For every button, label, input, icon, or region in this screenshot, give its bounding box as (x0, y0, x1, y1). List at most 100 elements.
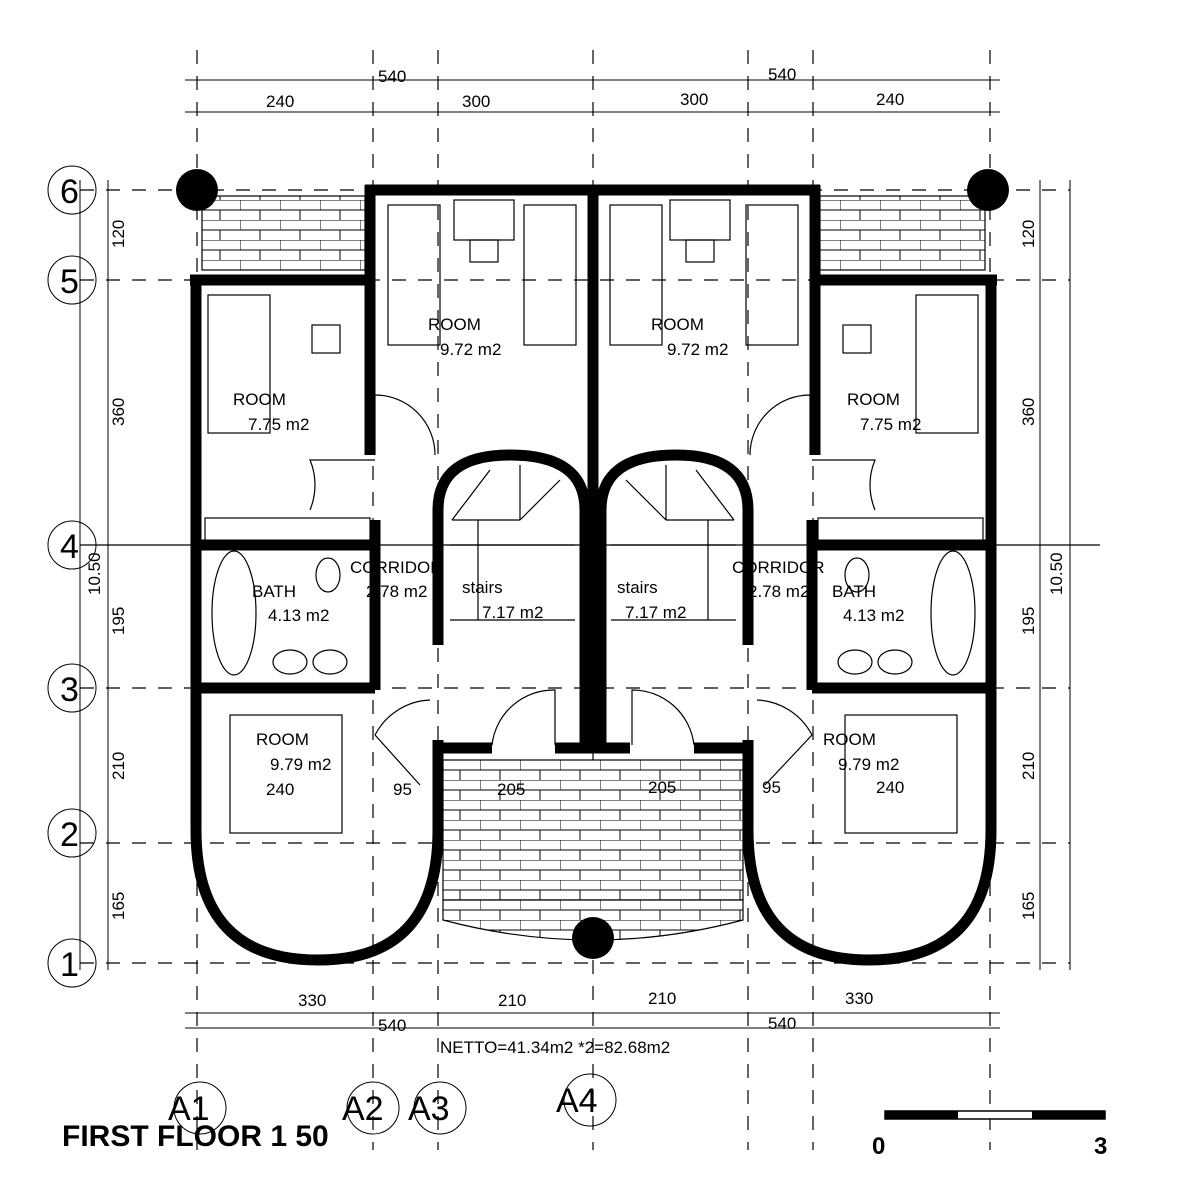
door-swing-icon (374, 394, 436, 456)
svg-text:ROOM: ROOM (823, 730, 876, 749)
terrace-left-paving (201, 195, 366, 271)
door-swing-icon (749, 394, 811, 456)
svg-text:6: 6 (60, 173, 79, 211)
svg-text:360: 360 (1019, 398, 1038, 426)
svg-text:ROOM: ROOM (847, 390, 900, 409)
svg-text:10.50: 10.50 (85, 552, 104, 595)
column-bottom-center (572, 917, 614, 959)
svg-text:4.13 m2: 4.13 m2 (268, 606, 329, 625)
wardrobe-icon (817, 517, 984, 543)
svg-text:4.13 m2: 4.13 m2 (843, 606, 904, 625)
svg-text:A4: A4 (556, 1082, 598, 1120)
svg-text:330: 330 (298, 991, 326, 1010)
axis-col-A2: A2 (342, 1081, 400, 1135)
room-label-left-stairs: stairs 7.17 m2 (462, 578, 543, 622)
bed-icon (387, 204, 441, 346)
room-label-right-stairs: stairs 7.17 m2 (617, 578, 686, 622)
row-axis-markers: 6 5 4 3 2 1 (47, 165, 97, 988)
stair-steps (450, 465, 736, 621)
svg-text:A1: A1 (168, 1090, 210, 1128)
bed-icon (229, 714, 343, 834)
svg-text:7.75 m2: 7.75 m2 (860, 415, 921, 434)
svg-text:195: 195 (109, 607, 128, 635)
column-top-left (176, 169, 218, 211)
svg-text:stairs: stairs (462, 578, 503, 597)
svg-text:CORRIDOR: CORRIDOR (732, 558, 825, 577)
svg-text:205: 205 (648, 778, 676, 797)
bed-icon (915, 294, 979, 434)
sink-icon (877, 649, 913, 675)
svg-text:A2: A2 (342, 1090, 384, 1128)
axis-row-2: 2 (47, 808, 97, 858)
svg-text:1: 1 (60, 946, 79, 984)
svg-text:120: 120 (109, 220, 128, 248)
svg-text:A3: A3 (408, 1090, 450, 1128)
scale-bar: 0 3 (872, 1110, 1107, 1160)
axis-row-3: 3 (47, 663, 97, 713)
door-swing-icon (491, 689, 556, 746)
svg-text:540: 540 (378, 1016, 406, 1035)
svg-text:9.79 m2: 9.79 m2 (270, 755, 331, 774)
bed-icon (609, 204, 663, 346)
dimension-texts: 540 540 240 300 300 240 330 210 210 330 … (85, 65, 1066, 1035)
walls (190, 184, 997, 966)
svg-text:360: 360 (109, 398, 128, 426)
chair-icon (842, 324, 872, 354)
svg-text:BATH: BATH (832, 582, 876, 601)
wardrobe-icon (204, 517, 371, 543)
svg-text:9.72 m2: 9.72 m2 (667, 340, 728, 359)
svg-text:240: 240 (266, 780, 294, 799)
toilet-icon (844, 557, 870, 593)
svg-text:7.17 m2: 7.17 m2 (482, 603, 543, 622)
svg-text:540: 540 (768, 65, 796, 84)
bed-icon (523, 204, 577, 346)
room-labels: ROOM 9.72 m2 ROOM 9.72 m2 ROOM 7.75 m2 R… (233, 315, 921, 774)
svg-text:2.78 m2: 2.78 m2 (748, 582, 809, 601)
column-top-right (967, 169, 1009, 211)
svg-text:195: 195 (1019, 607, 1038, 635)
room-label-left-corridor: CORRIDOR 2.78 m2 (350, 558, 443, 601)
axis-col-A3: A3 (408, 1081, 467, 1135)
column-axis-markers: A1 A2 A3 A4 (168, 1073, 617, 1135)
scale-bar-end: 3 (1094, 1133, 1107, 1160)
door-swing-icon (756, 699, 813, 786)
svg-text:210: 210 (648, 989, 676, 1008)
bathtub-icon (211, 550, 257, 676)
svg-text:ROOM: ROOM (233, 390, 286, 409)
svg-text:300: 300 (462, 92, 490, 111)
svg-text:ROOM: ROOM (651, 315, 704, 334)
svg-text:4: 4 (60, 528, 79, 566)
svg-text:BATH: BATH (252, 582, 296, 601)
axis-col-A4: A4 (556, 1073, 617, 1127)
svg-text:3: 3 (60, 671, 79, 709)
room-label-top-left-center: ROOM 9.72 m2 (428, 315, 501, 359)
columns (176, 169, 1009, 959)
door-swing-icon (812, 459, 876, 511)
furniture (204, 199, 984, 834)
chair-icon (469, 239, 499, 263)
svg-text:7.17 m2: 7.17 m2 (625, 603, 686, 622)
room-label-right-bedroom: ROOM 7.75 m2 (847, 390, 921, 434)
svg-text:2.78 m2: 2.78 m2 (366, 582, 427, 601)
sink-icon (837, 649, 873, 675)
room-label-left-bedroom: ROOM 7.75 m2 (233, 390, 309, 434)
svg-text:CORRIDOR: CORRIDOR (350, 558, 443, 577)
room-label-lower-left: ROOM 9.79 m2 (256, 730, 331, 774)
chair-icon (311, 324, 341, 354)
bed-icon (207, 294, 271, 434)
svg-text:210: 210 (109, 752, 128, 780)
door-swing-icon (374, 699, 431, 786)
scale-bar-start: 0 (872, 1133, 885, 1160)
sink-icon (312, 649, 348, 675)
dimension-lines (79, 79, 1071, 1029)
room-label-right-corridor: CORRIDOR 2.78 m2 (732, 558, 825, 601)
axis-row-4: 4 (47, 520, 97, 570)
desk-icon (453, 199, 515, 241)
doors (309, 394, 876, 786)
axis-col-A1: A1 (168, 1081, 227, 1135)
bathtub-icon (930, 550, 976, 676)
room-label-lower-right: ROOM 9.79 m2 (823, 730, 899, 774)
svg-text:95: 95 (393, 780, 412, 799)
door-swing-icon (309, 459, 375, 511)
